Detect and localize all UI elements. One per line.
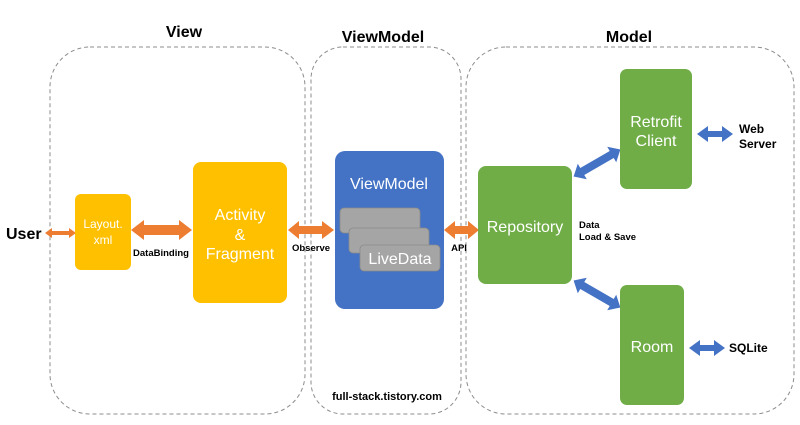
view-section-title: View — [166, 24, 203, 41]
repository-retrofit-arrow — [573, 146, 621, 180]
data-label-line2: Load & Save — [579, 232, 636, 243]
activity-fragment-box — [193, 162, 287, 303]
activity-label-line1: Activity — [215, 207, 266, 224]
data-label-line1: Data — [579, 220, 600, 231]
retrofit-client-box — [620, 69, 692, 189]
sqlite-label: SQLite — [729, 341, 768, 355]
retrofit-webserver-arrow — [697, 126, 733, 142]
user-layout-arrow — [45, 228, 76, 238]
webserver-label-line2: Server — [739, 137, 777, 151]
room-label: Room — [631, 339, 674, 356]
livedata-card-front — [359, 244, 441, 272]
api-arrow — [444, 221, 479, 239]
livedata-label: LiveData — [368, 251, 431, 268]
api-label: API — [451, 243, 467, 254]
room-sqlite-arrow — [689, 340, 725, 356]
repository-room-arrow — [573, 277, 621, 311]
retrofit-label-line2: Client — [636, 133, 677, 150]
observe-arrow — [288, 221, 334, 239]
repository-box — [478, 166, 572, 284]
layout-xml-box — [75, 194, 131, 270]
room-box — [620, 285, 684, 405]
footer-watermark: full-stack.tistory.com — [332, 391, 442, 403]
observe-label: Observe — [292, 243, 330, 254]
layout-label-line1: Layout. — [83, 217, 122, 231]
databinding-arrow — [131, 220, 192, 240]
repository-label: Repository — [487, 219, 563, 236]
layout-label-line2: xml — [94, 233, 113, 247]
model-section-title: Model — [606, 29, 652, 46]
webserver-label-line1: Web — [739, 122, 764, 136]
activity-label-line2: & — [235, 227, 246, 244]
retrofit-label-line1: Retrofit — [630, 114, 682, 131]
activity-label-line3: Fragment — [206, 246, 275, 263]
databinding-label: DataBinding — [133, 248, 189, 259]
viewmodel-section-title: ViewModel — [342, 29, 424, 46]
user-label: User — [6, 226, 42, 243]
viewmodel-box-label: ViewModel — [350, 176, 428, 193]
